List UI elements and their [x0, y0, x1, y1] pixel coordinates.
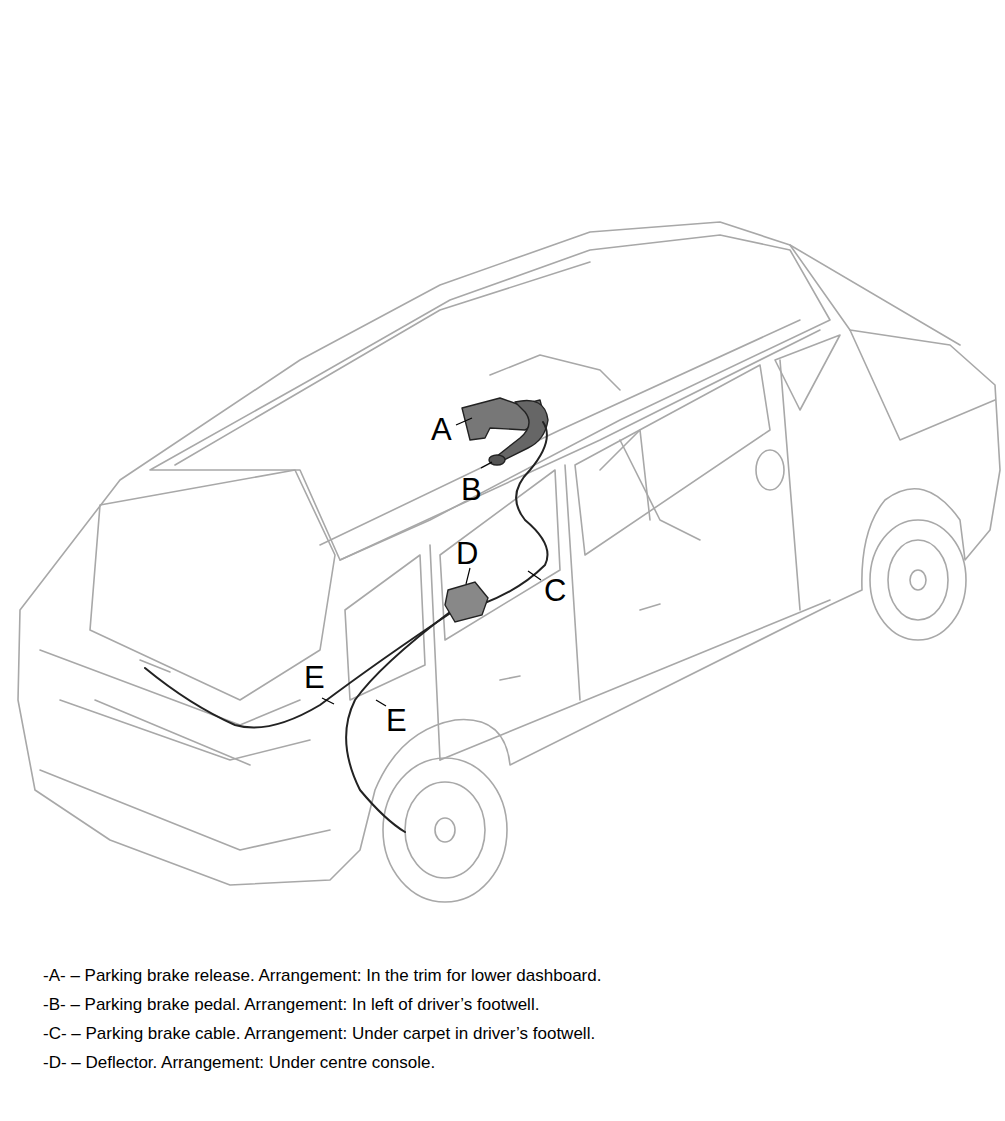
legend-note: -B- – Parking brake pedal. Arrangement: …: [43, 995, 539, 1015]
callout-letter: B: [461, 474, 482, 505]
callout-letter: A: [431, 414, 452, 445]
callout-letter: C: [544, 575, 566, 606]
legend-note: -D- – Deflector. Arrangement: Under cent…: [43, 1053, 435, 1073]
legend-note: -A- – Parking brake release. Arrangement…: [43, 966, 601, 986]
callout-letter: D: [456, 538, 478, 569]
legend-note: -C- – Parking brake cable. Arrangement: …: [43, 1024, 595, 1044]
callout-letter: E: [386, 705, 407, 736]
callout-letter: E: [304, 662, 325, 693]
